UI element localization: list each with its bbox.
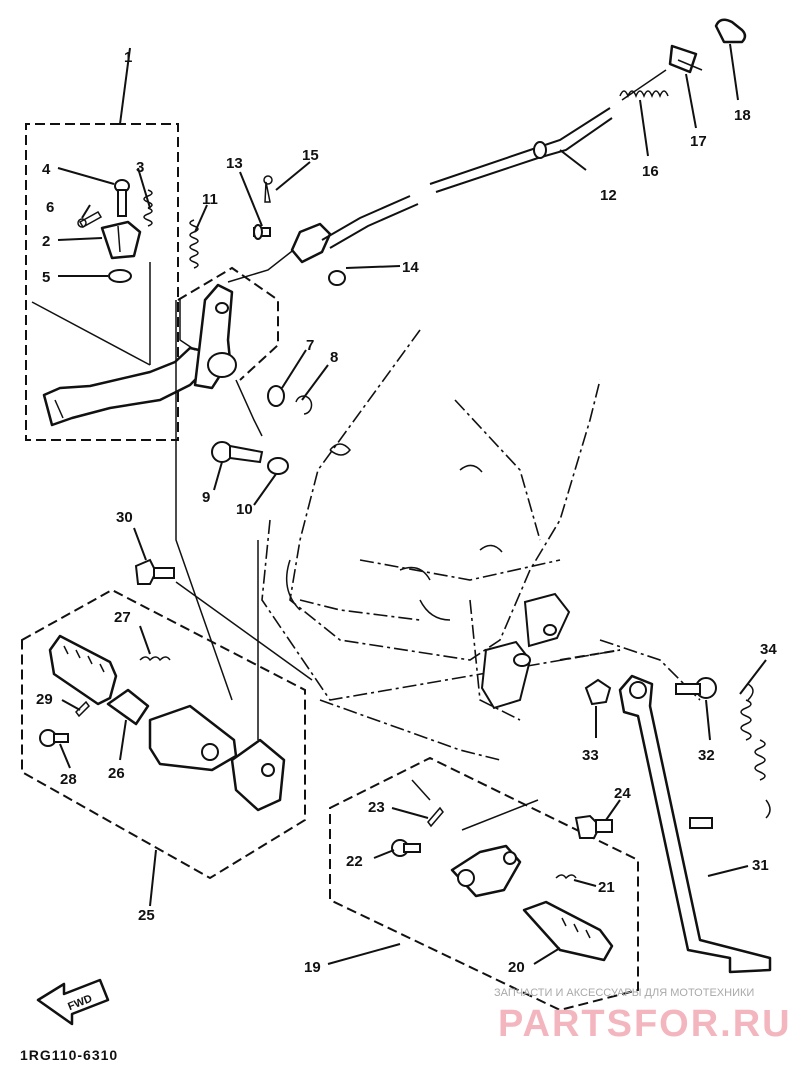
cotter-pin-29	[75, 700, 90, 718]
callout-1: 1	[124, 49, 132, 66]
spring-small	[143, 189, 153, 227]
footrest-spring-21	[555, 874, 577, 880]
callout-8: 8	[330, 349, 338, 366]
watermark-brand: PARTSFOR.RU	[498, 1003, 792, 1045]
callout-5: 5	[42, 269, 50, 286]
callout-24: 24	[614, 785, 631, 802]
leader-lines-pivot	[213, 349, 329, 506]
callout-29: 29	[36, 691, 53, 708]
callout-22: 22	[346, 853, 363, 870]
callout-labels: 1 2 3 4 5 6 7 8 9 10 11 12 13 14 15 16 1…	[36, 49, 777, 976]
footrest-spring-27	[139, 656, 171, 662]
leader-lines-cable	[239, 43, 739, 269]
callout-4: 4	[42, 161, 51, 178]
brake-pedal	[42, 346, 210, 427]
footrest-bracket-left	[148, 704, 286, 812]
footrest-bolt-24	[574, 814, 613, 839]
sidestand	[618, 674, 772, 974]
callout-26: 26	[108, 765, 125, 782]
circlip-8	[295, 395, 313, 415]
spring-16	[619, 69, 669, 101]
fwd-arrow-icon: FWD	[36, 978, 110, 1026]
footrest-left-assembly-frame	[21, 588, 306, 880]
adjuster-nut-17	[668, 44, 703, 74]
watermark-logo: ЗАПЧАСТИ И АКСЕССУАРЫ ДЛЯ МОТОТЕХНИКИ PA…	[494, 987, 792, 1045]
cotter-pin-23	[427, 806, 444, 828]
callout-16: 16	[642, 163, 659, 180]
motorcycle-frame-outline	[261, 329, 701, 761]
brake-cable	[290, 107, 613, 264]
sidestand-bolt-32	[675, 677, 717, 699]
footrest-pin-22	[391, 839, 421, 857]
callout-6: 6	[46, 199, 54, 216]
cotter-pin-6	[77, 210, 103, 229]
callout-3: 3	[136, 159, 144, 176]
footrest-bracket-26	[106, 688, 150, 726]
leader-lines-brake	[31, 47, 297, 381]
pivot-bolt-9	[211, 441, 264, 464]
wing-nut-18	[714, 18, 747, 44]
washer-7	[267, 385, 285, 407]
sidestand-nut-33	[584, 678, 612, 706]
callout-9: 9	[202, 489, 210, 506]
callout-19: 19	[304, 959, 321, 976]
cable-pin-13	[253, 224, 271, 240]
callout-28: 28	[60, 771, 77, 788]
callout-32: 32	[698, 747, 715, 764]
callout-25: 25	[138, 907, 155, 924]
brake-pedal-assembly-frame	[25, 123, 179, 441]
callout-12: 12	[600, 187, 617, 204]
callout-34: 34	[760, 641, 777, 658]
callout-2: 2	[42, 233, 50, 250]
footrest-bracket-right	[450, 844, 522, 898]
footrest-peg-left	[48, 634, 118, 706]
washer-plate	[108, 269, 132, 283]
drawing-code: 1RG110-6310	[20, 1047, 118, 1063]
washer-14	[328, 270, 346, 286]
sidestand-spring-34	[740, 683, 771, 819]
callout-20: 20	[508, 959, 525, 976]
callout-10: 10	[236, 501, 253, 518]
watermark-tagline: ЗАПЧАСТИ И АКСЕССУАРЫ ДЛЯ МОТОТЕХНИКИ	[494, 987, 754, 999]
callout-17: 17	[690, 133, 707, 150]
callout-33: 33	[582, 747, 599, 764]
callout-30: 30	[116, 509, 133, 526]
callout-27: 27	[114, 609, 131, 626]
callout-31: 31	[752, 857, 769, 874]
leader-lines-left-footrest	[59, 300, 313, 907]
brake-clevis	[100, 220, 142, 260]
callout-7: 7	[306, 337, 314, 354]
leader-lines-right-footrest	[327, 779, 621, 965]
callout-18: 18	[734, 107, 751, 124]
brake-arm	[193, 283, 237, 390]
callout-14: 14	[402, 259, 419, 276]
clevis-pin	[114, 179, 130, 217]
footrest-right-assembly-frame	[329, 756, 639, 1012]
callout-15: 15	[302, 147, 319, 164]
callout-11: 11	[202, 191, 218, 208]
footrest-pin-28	[39, 729, 69, 747]
footrest-bolt-30	[134, 558, 175, 585]
cotter-pin-15	[263, 175, 273, 203]
collar-10	[267, 457, 289, 475]
footrest-peg-right	[522, 900, 614, 962]
return-spring-11	[189, 219, 199, 269]
callout-21: 21	[598, 879, 615, 896]
callout-23: 23	[368, 799, 385, 816]
leader-lines-sidestand	[559, 649, 767, 877]
callout-13: 13	[226, 155, 243, 172]
